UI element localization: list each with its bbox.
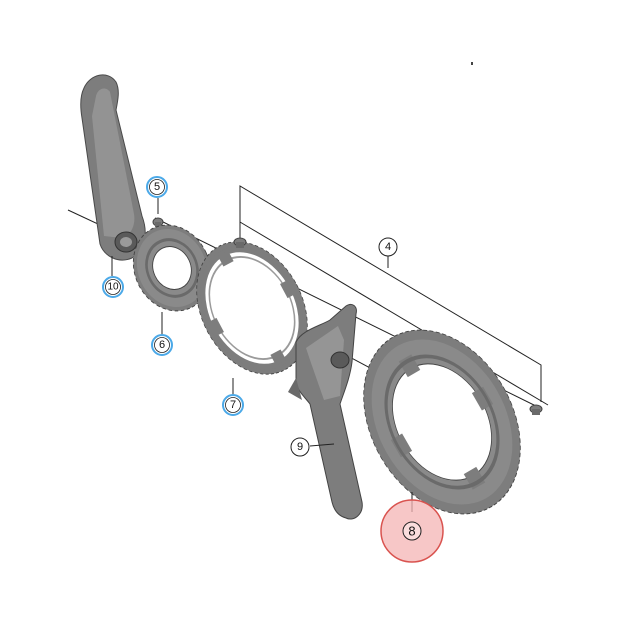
callout-9-label: 9 (297, 441, 303, 453)
bolt-part-5[interactable] (152, 198, 164, 227)
callout-4[interactable]: 4 (378, 237, 398, 257)
bolt-set-bracket (239, 185, 542, 402)
callout-7[interactable]: 7 (222, 394, 244, 416)
large-chainring[interactable] (332, 302, 552, 542)
callout-7-label: 7 (230, 399, 236, 411)
bolt-set-pins[interactable] (233, 237, 543, 415)
callout-4-label: 4 (385, 241, 391, 253)
callout-8-label: 8 (408, 524, 415, 539)
callout-5[interactable]: 5 (146, 176, 168, 198)
left-crank-arm[interactable] (80, 74, 146, 276)
middle-chainring[interactable] (175, 223, 330, 394)
callout-5-label: 5 (154, 181, 160, 193)
stray-mark (471, 62, 473, 65)
small-chainring[interactable] (120, 212, 225, 323)
callout-10[interactable]: 10 (102, 276, 124, 298)
callout-6[interactable]: 6 (151, 334, 173, 356)
callout-10-label: 10 (107, 282, 119, 293)
callout-9[interactable]: 9 (290, 437, 310, 457)
callout-8-selected[interactable]: 8 (380, 499, 444, 563)
callout-6-label: 6 (159, 339, 165, 351)
right-crank-arm[interactable] (288, 303, 363, 520)
